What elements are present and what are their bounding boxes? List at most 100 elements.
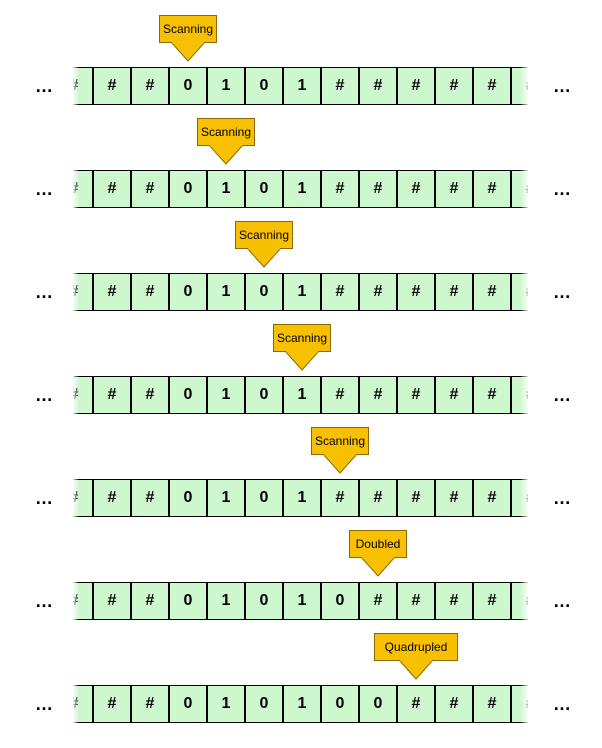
tape-cell: # xyxy=(397,582,435,620)
head-pointer-icon xyxy=(208,145,244,165)
tape-cell: # xyxy=(321,170,359,208)
tape-cell: 0 xyxy=(321,685,359,723)
head-pointer-icon xyxy=(322,454,358,474)
tape-cell: # xyxy=(73,685,93,723)
tape-cell: # xyxy=(397,67,435,105)
head-state-label: Scanning xyxy=(159,15,217,43)
tape-cell: # xyxy=(73,479,93,517)
head-pointer-icon xyxy=(398,660,434,680)
tape-cell: 1 xyxy=(207,67,245,105)
tape-right-ellipsis: … xyxy=(553,76,572,96)
tape-cell: 1 xyxy=(283,479,321,517)
tape-cell: # xyxy=(473,376,511,414)
tape-cell: # xyxy=(473,67,511,105)
tape-cell: # xyxy=(473,685,511,723)
tape-cell: # xyxy=(435,479,473,517)
tape-cell: # xyxy=(93,170,131,208)
tape-cell: # xyxy=(473,170,511,208)
tape-right-ellipsis: … xyxy=(553,591,572,611)
tape-cell: 1 xyxy=(207,170,245,208)
tape-cell: # xyxy=(511,685,528,723)
tape-cell: # xyxy=(73,170,93,208)
tape-cell: # xyxy=(511,170,528,208)
head-pointer-icon xyxy=(246,248,282,268)
tape-cell: # xyxy=(473,479,511,517)
head-state-label: Doubled xyxy=(349,530,407,558)
tape-cell: # xyxy=(435,685,473,723)
tape-left-ellipsis: … xyxy=(35,694,54,714)
tape-cell: # xyxy=(511,479,528,517)
tape-cell: # xyxy=(435,582,473,620)
tape-cell: # xyxy=(397,273,435,311)
tape-cell: # xyxy=(73,582,93,620)
tape-cell: # xyxy=(93,685,131,723)
tape-cell: # xyxy=(73,376,93,414)
tape-cell: 0 xyxy=(245,376,283,414)
tape-cell: 0 xyxy=(245,685,283,723)
tape-cell: 0 xyxy=(169,273,207,311)
tape-cell: # xyxy=(511,376,528,414)
tape-cell: 1 xyxy=(207,376,245,414)
tape-cell: 0 xyxy=(245,67,283,105)
tape-cell: # xyxy=(93,67,131,105)
tape-right-ellipsis: … xyxy=(553,179,572,199)
tape-cell: # xyxy=(359,479,397,517)
tape-cell: 1 xyxy=(283,685,321,723)
tape-right-ellipsis: … xyxy=(553,282,572,302)
tape-left-ellipsis: … xyxy=(35,179,54,199)
tape-cell: # xyxy=(73,273,93,311)
tape-cell: # xyxy=(131,273,169,311)
tape-cell: # xyxy=(93,582,131,620)
head-pointer-icon xyxy=(360,557,396,577)
tape-cell: 1 xyxy=(283,376,321,414)
tape-left-ellipsis: … xyxy=(35,76,54,96)
tape-cell: # xyxy=(435,67,473,105)
head-state-label: Scanning xyxy=(197,118,255,146)
tape-cell: 1 xyxy=(207,582,245,620)
tape-cell: # xyxy=(359,170,397,208)
tape-cell: # xyxy=(131,170,169,208)
tape-cell: # xyxy=(511,273,528,311)
tape-left-ellipsis: … xyxy=(35,282,54,302)
tape-cell: # xyxy=(473,273,511,311)
tape-cell: # xyxy=(321,67,359,105)
tape-cell: # xyxy=(397,170,435,208)
tape-cell: 1 xyxy=(283,67,321,105)
tape-cell: # xyxy=(435,376,473,414)
tape-cell: 0 xyxy=(169,479,207,517)
tape-cell: 0 xyxy=(169,170,207,208)
head-state-label: Scanning xyxy=(235,221,293,249)
tape-cell: # xyxy=(359,67,397,105)
tape-cell: # xyxy=(397,685,435,723)
tape-cell: 1 xyxy=(283,582,321,620)
tape-cell: # xyxy=(397,376,435,414)
tape-cell: # xyxy=(473,582,511,620)
tape-cell: # xyxy=(93,479,131,517)
head-pointer-icon xyxy=(170,42,206,62)
tape-cell: # xyxy=(359,273,397,311)
tape-cell: # xyxy=(435,170,473,208)
head-state-label: Scanning xyxy=(273,324,331,352)
tape-right-ellipsis: … xyxy=(553,694,572,714)
tape-cell: # xyxy=(359,376,397,414)
tape-cell: # xyxy=(511,582,528,620)
tape-cell: 0 xyxy=(245,479,283,517)
tape-cell: # xyxy=(397,479,435,517)
tape-cell: # xyxy=(359,582,397,620)
tape-cell: # xyxy=(93,273,131,311)
tape-cell: # xyxy=(321,479,359,517)
tape-cell: # xyxy=(131,582,169,620)
tape-cell: 1 xyxy=(207,273,245,311)
head-pointer-icon xyxy=(284,351,320,371)
head-state-label: Quadrupled xyxy=(374,633,458,661)
tape-left-ellipsis: … xyxy=(35,488,54,508)
tape-cell: # xyxy=(321,376,359,414)
tape-cell: # xyxy=(131,685,169,723)
tape-cell: # xyxy=(131,67,169,105)
tape-cell: # xyxy=(131,479,169,517)
tape-cell: 1 xyxy=(207,685,245,723)
